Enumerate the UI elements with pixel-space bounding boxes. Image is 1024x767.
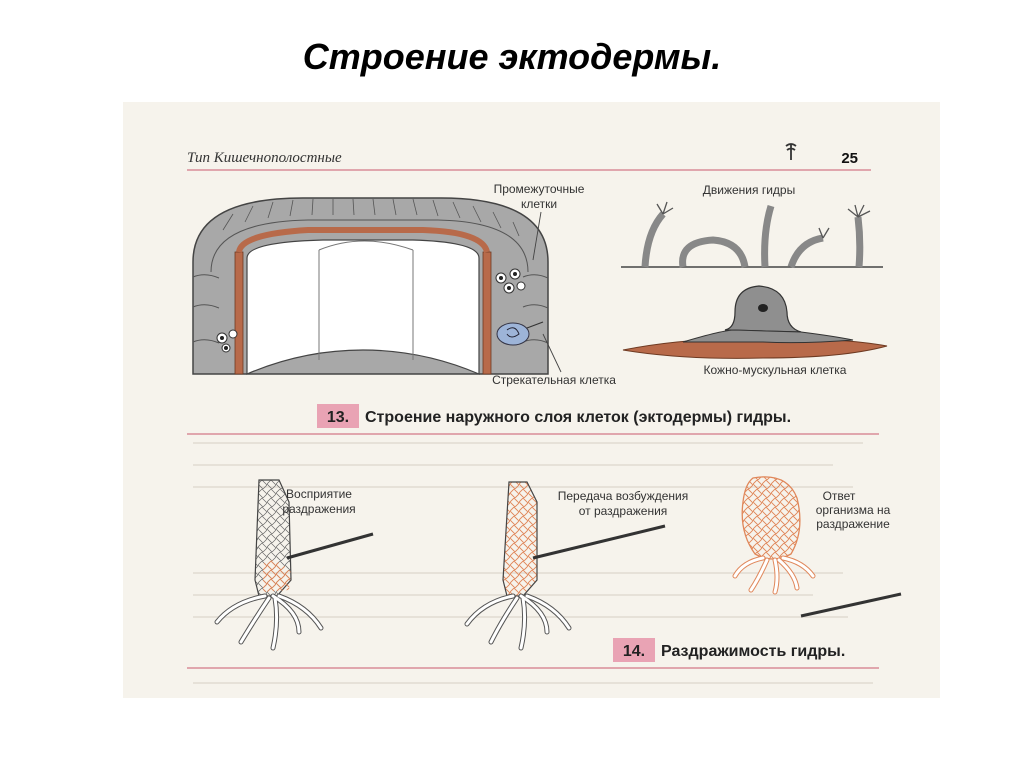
label-intermediate-cells-line1: Промежуточные bbox=[494, 182, 585, 196]
label-transmission-line2: от раздражения bbox=[579, 504, 668, 518]
figure14-caption: 14. Раздражимость гидры. bbox=[187, 638, 879, 669]
label-response-line1: Ответ bbox=[823, 489, 856, 503]
page-number: 25 bbox=[841, 150, 858, 167]
caption14-number: 14. bbox=[623, 643, 645, 660]
caption14-text: Раздражимость гидры. bbox=[661, 643, 845, 660]
label-perception-line1: Восприятие bbox=[286, 487, 352, 501]
slide-title: Строение эктодермы. bbox=[302, 36, 722, 77]
caption13-number-box bbox=[317, 404, 359, 428]
label-skin-muscle-cell: Кожно-мускульная клетка bbox=[704, 363, 847, 377]
needle-1 bbox=[286, 532, 374, 560]
hydra-emblem-icon bbox=[785, 143, 797, 160]
label-hydra-movement: Движения гидры bbox=[703, 183, 795, 197]
textbook-page-scan: Тип Кишечнополостные 25 bbox=[123, 102, 940, 698]
hydra-response-illustration bbox=[732, 476, 902, 618]
stinging-cell-icon bbox=[496, 321, 544, 346]
label-response-line2: организма на bbox=[816, 503, 891, 517]
hydra-transmission-illustration bbox=[464, 481, 666, 651]
label-intermediate-cells-line2: клетки bbox=[521, 197, 557, 211]
caption13-number: 13. bbox=[327, 409, 349, 426]
label-transmission-line1: Передача возбуждения bbox=[558, 489, 688, 503]
running-header: Тип Кишечнополостные 25 bbox=[187, 143, 871, 171]
skin-muscle-cell-illustration bbox=[622, 285, 888, 359]
figure13-caption: 13. Строение наружного слоя клеток (экто… bbox=[187, 404, 879, 435]
hydra-movement-illustration bbox=[621, 201, 883, 269]
caption14-number-box bbox=[613, 638, 655, 662]
label-stinging-cell: Стрекательная клетка bbox=[492, 373, 616, 387]
leader-lines bbox=[532, 211, 562, 373]
label-response-line3: раздражение bbox=[816, 517, 890, 531]
needle-3 bbox=[800, 592, 902, 618]
running-head-text: Тип Кишечнополостные bbox=[187, 150, 342, 166]
caption13-text: Строение наружного слоя клеток (эктодерм… bbox=[365, 409, 791, 426]
needle-2 bbox=[532, 524, 666, 560]
hydra-perception-illustration bbox=[214, 479, 374, 651]
label-perception-line2: раздражения bbox=[282, 502, 355, 516]
ectoderm-cross-section bbox=[192, 197, 549, 375]
